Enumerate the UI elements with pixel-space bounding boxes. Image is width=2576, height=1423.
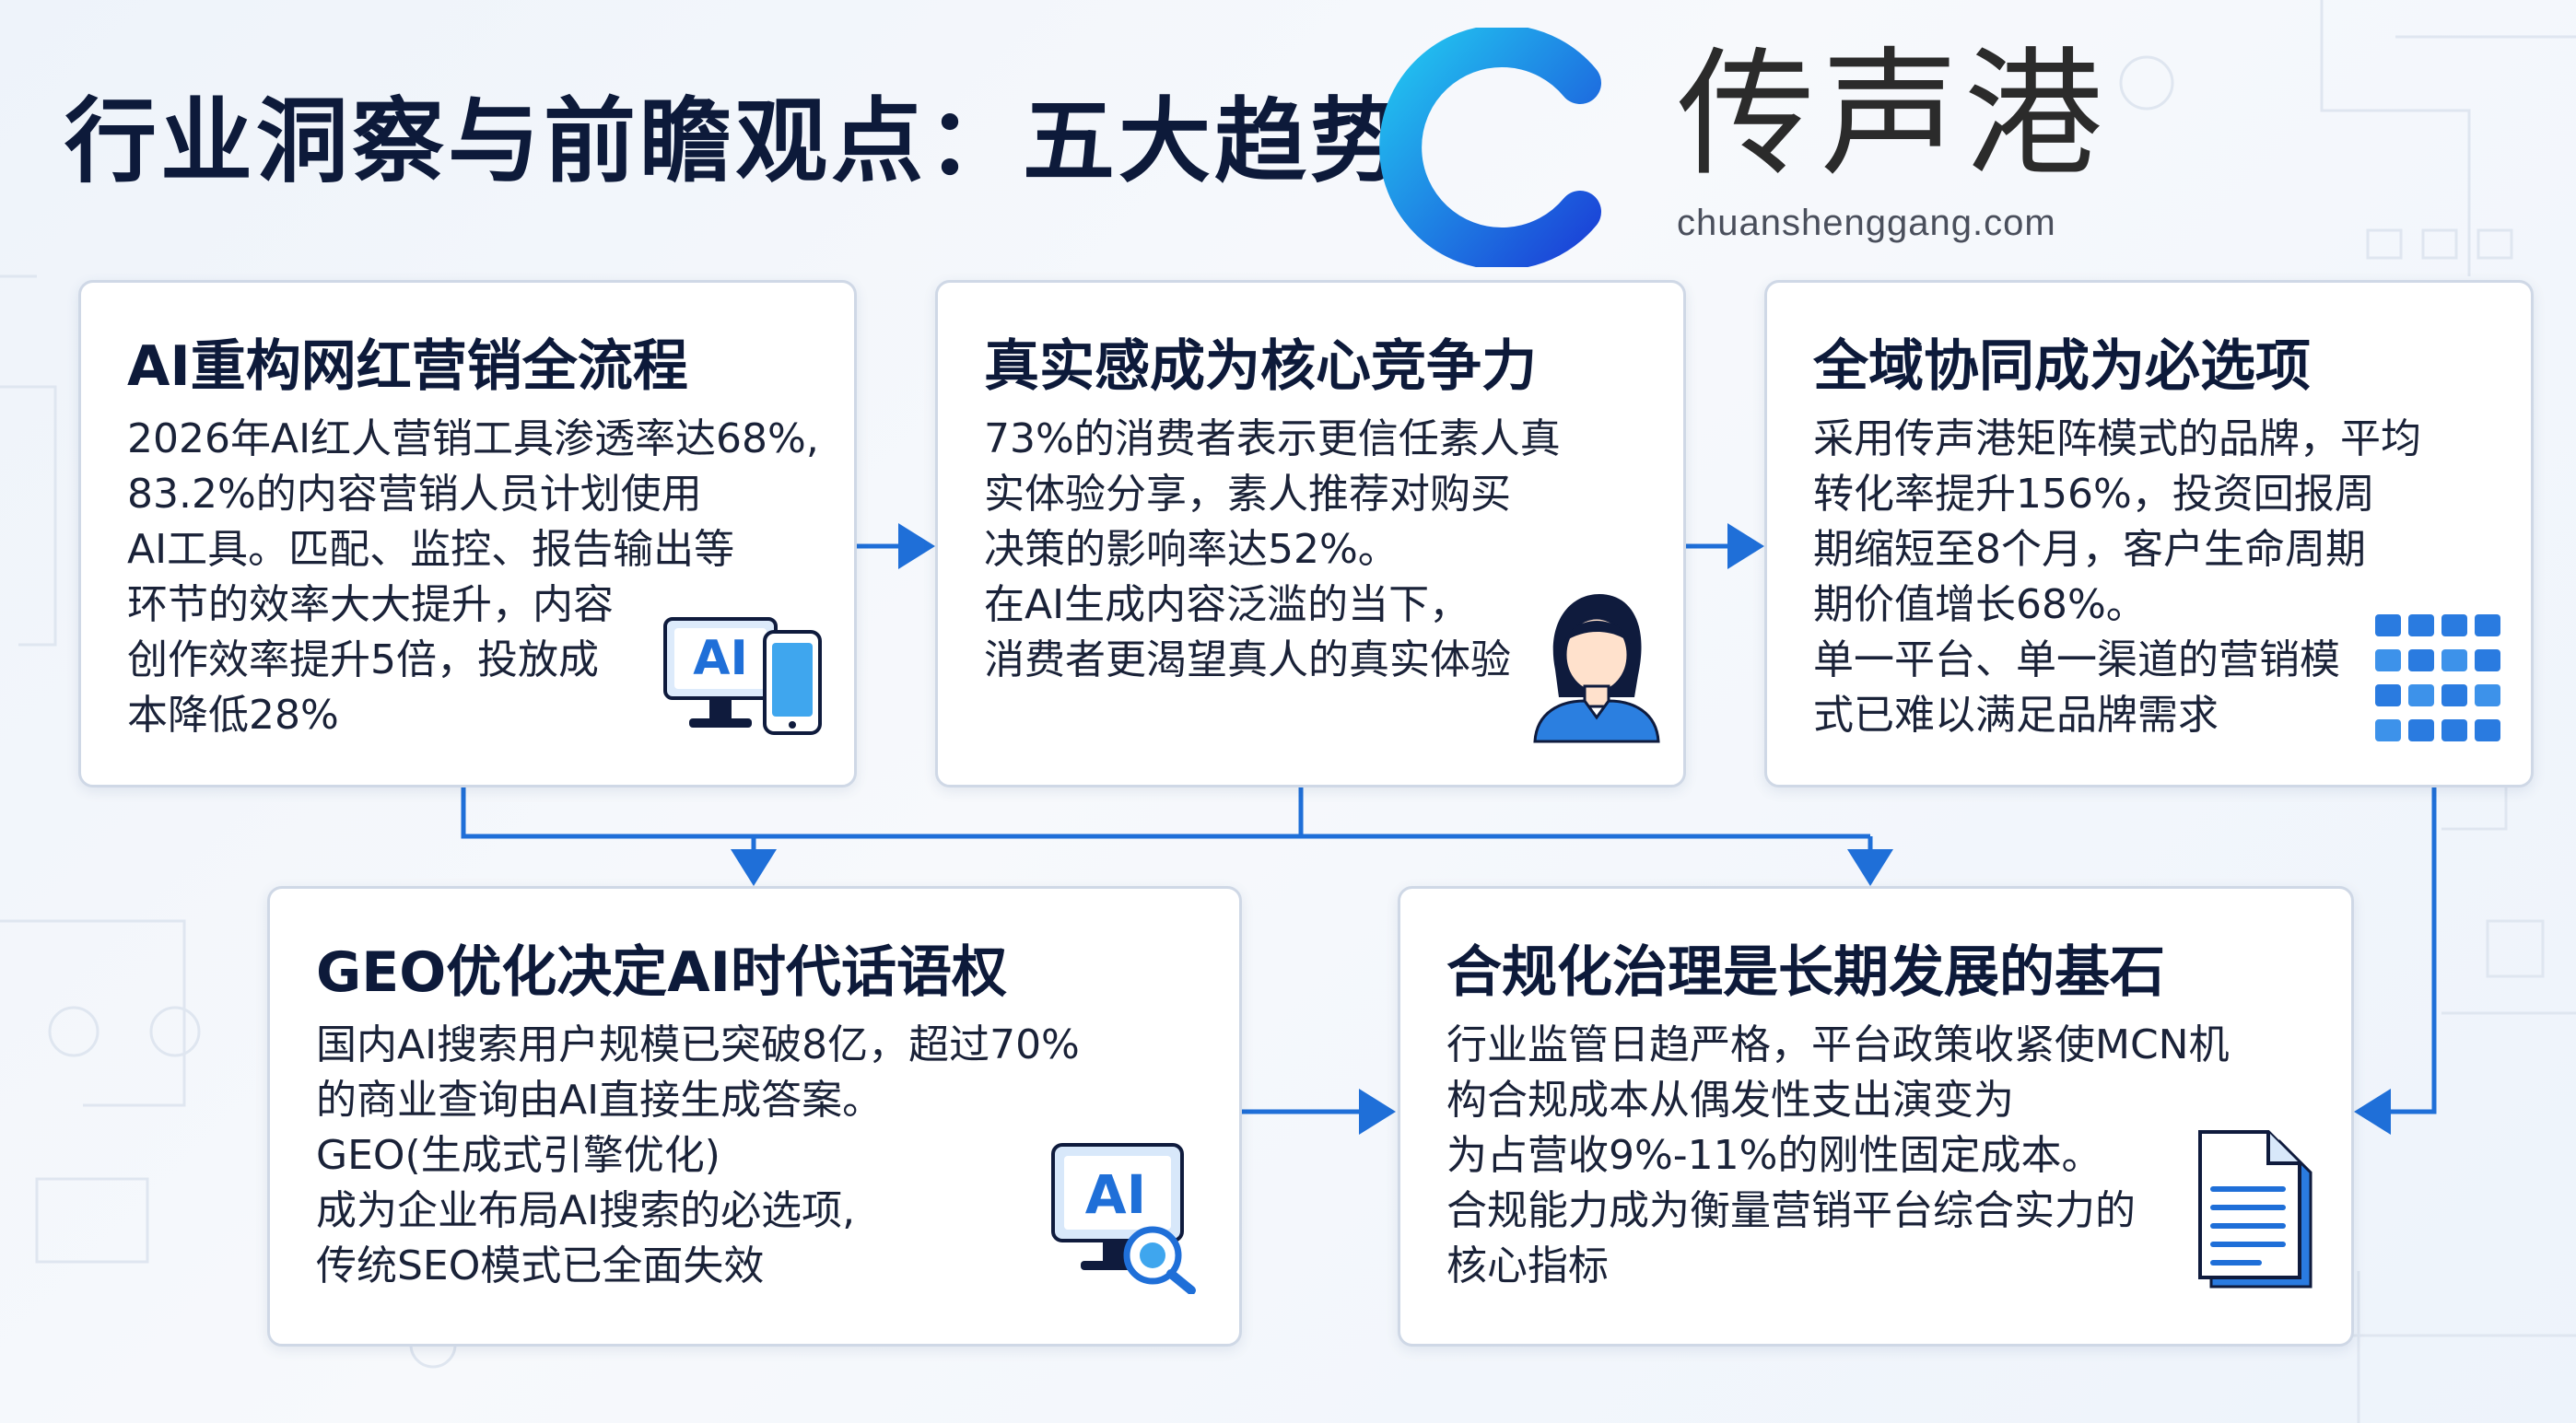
arrow-card3-to-card5 (2354, 787, 2437, 1135)
card-text-line: 成为企业布局AI搜索的必选项, (316, 1187, 856, 1234)
card-text-line: 73%的消费者表示更信任素人真 (984, 415, 1561, 462)
card-body: 2026年AI红人营销工具渗透率达68%, 83.2%的内容营销人员计划使用 A… (127, 412, 819, 743)
merge-line-top (461, 787, 1870, 839)
card-text-line: 合规能力成为衡量营销平台综合实力的 (1446, 1187, 2136, 1234)
trend-card-ai-marketing: AI重构网红营销全流程 2026年AI红人营销工具渗透率达68%, 83.2%的… (78, 280, 857, 787)
card-text-line: AI工具。匹配、监控、报告输出等 (127, 526, 735, 573)
card-text-line: 采用传声港矩阵模式的品牌，平均 (1813, 415, 2421, 462)
card-text-line: 83.2%的内容营销人员计划使用 (127, 471, 702, 518)
card-title: 合规化治理是长期发展的基石 (1446, 940, 2165, 1005)
trend-card-omnichannel: 全域协同成为必选项 采用传声港矩阵模式的品牌，平均 转化率提升156%，投资回报… (1764, 280, 2534, 787)
card-text-line: 的商业查询由AI直接生成答案。 (316, 1077, 884, 1124)
card-text-line: 本降低28% (127, 692, 339, 739)
grid-matrix-icon (2375, 614, 2500, 741)
card-body: 国内AI搜索用户规模已突破8亿，超过70% 的商业查询由AI直接生成答案。 GE… (316, 1018, 1080, 1294)
card-text-line: 转化率提升156%，投资回报周 (1813, 471, 2375, 518)
card-text-line: 式已难以满足品牌需求 (1813, 692, 2219, 739)
trend-card-geo-optimization: GEO优化决定AI时代话语权 国内AI搜索用户规模已突破8亿，超过70% 的商业… (267, 886, 1242, 1347)
ai-icon-label: AI (1085, 1163, 1146, 1226)
trend-card-authenticity: 真实感成为核心竞争力 73%的消费者表示更信任素人真 实体验分享，素人推荐对购买… (935, 280, 1686, 787)
card-text-line: 核心指标 (1446, 1242, 1609, 1289)
card-text-line: 实体验分享，素人推荐对购买 (984, 471, 1511, 518)
card-text-line: 单一平台、单一渠道的营销模 (1813, 636, 2340, 683)
ai-search-monitor-icon: AI (1051, 1143, 1196, 1294)
card-body: 73%的消费者表示更信任素人真 实体验分享，素人推荐对购买 决策的影响率达52%… (984, 412, 1561, 688)
card-title: 真实感成为核心竞争力 (984, 334, 1537, 399)
ai-computer-phone-icon: AI (663, 617, 822, 735)
card-text-line: 为占营收9%-11%的刚性固定成本。 (1446, 1132, 2102, 1179)
person-avatar-icon (1533, 594, 1660, 743)
document-icon (2198, 1130, 2313, 1289)
card-title: AI重构网红营销全流程 (127, 334, 688, 399)
trend-card-compliance: 合规化治理是长期发展的基石 行业监管日趋严格，平台政策收紧使MCN机 构合规成本… (1398, 886, 2354, 1347)
card-text-line: 期价值增长68%。 (1813, 581, 2147, 628)
card-text-line: 期缩短至8个月，客户生命周期 (1813, 526, 2366, 573)
sound-wave-logo-icon (1379, 28, 1601, 267)
page-title: 行业洞察与前瞻观点：五大趋势 (64, 87, 1406, 195)
ai-icon-label: AI (693, 631, 748, 686)
brand-name: 传声港 (1677, 35, 2109, 195)
card-title: 全域协同成为必选项 (1813, 334, 2311, 399)
brand-url: chuanshenggang.com (1677, 203, 2056, 243)
card-body: 采用传声港矩阵模式的品牌，平均 转化率提升156%，投资回报周 期缩短至8个月，… (1813, 412, 2421, 743)
card-text-line: 在AI生成内容泛滥的当下， (984, 581, 1470, 628)
card-text-line: 国内AI搜索用户规模已突破8亿，超过70% (316, 1021, 1080, 1068)
card-text-line: 构合规成本从偶发性支出演变为 (1446, 1077, 2014, 1124)
card-body: 行业监管日趋严格，平台政策收紧使MCN机 构合规成本从偶发性支出演变为 为占营收… (1446, 1018, 2230, 1294)
card-text-line: 传统SEO模式已全面失效 (316, 1242, 765, 1289)
card-text-line: 创作效率提升5倍，投放成 (127, 636, 599, 683)
card-text-line: 环节的效率大大提升，内容 (127, 581, 614, 628)
card-title: GEO优化决定AI时代话语权 (316, 940, 1007, 1005)
card-text-line: 决策的影响率达52%。 (984, 526, 1399, 573)
card-text-line: 消费者更渴望真人的真实体验 (984, 636, 1511, 683)
card-text-line: GEO(生成式引擎优化) (316, 1132, 720, 1179)
card-text-line: 2026年AI红人营销工具渗透率达68%, (127, 415, 819, 462)
card-text-line: 行业监管日趋严格，平台政策收紧使MCN机 (1446, 1021, 2230, 1068)
